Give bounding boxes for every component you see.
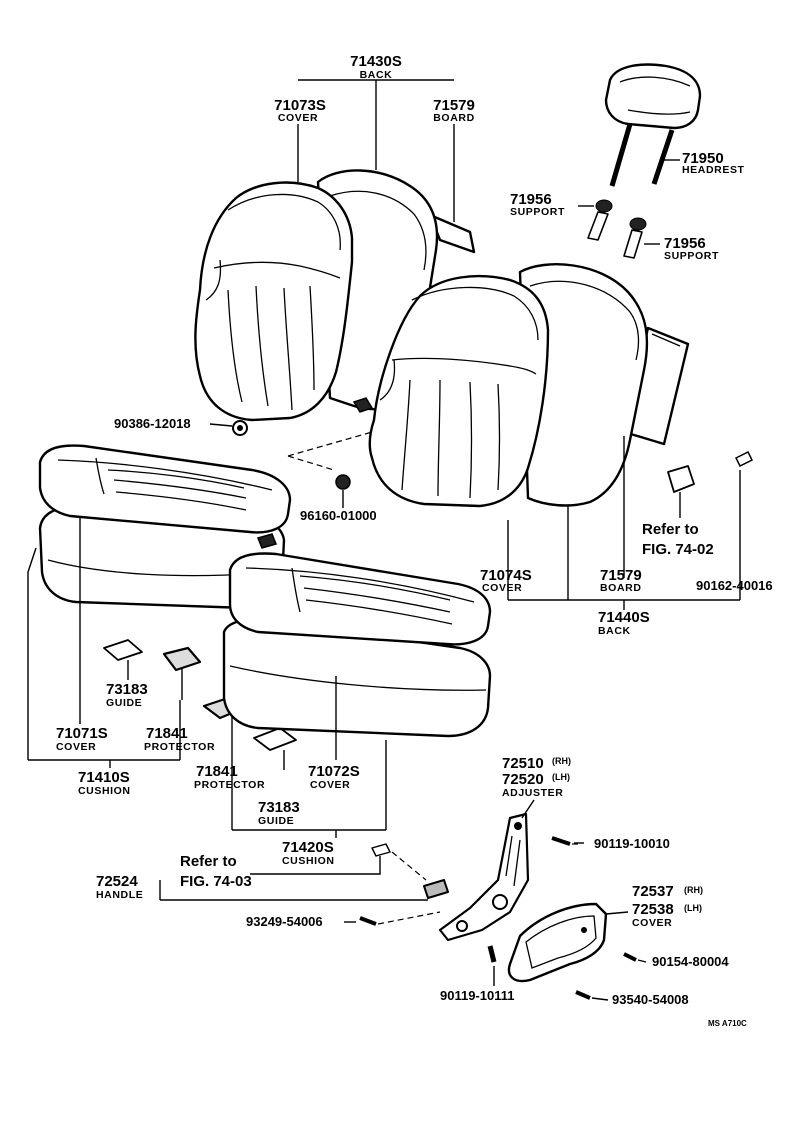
screw-b-illustration xyxy=(623,952,637,962)
screw-a-illustration xyxy=(551,836,571,846)
grommet-illustration xyxy=(335,474,351,490)
refer-part-2-illustration xyxy=(371,843,391,857)
part-number-93540-54008: 93540-54008 xyxy=(612,992,689,1007)
handle-illustration xyxy=(423,879,449,899)
adjuster-illustration xyxy=(438,812,530,942)
labels: 71430S BACK 71073S COVER 71579 BOARD 719… xyxy=(56,53,773,1028)
part-number-90154-80004: 90154-80004 xyxy=(652,954,729,969)
part-number-71579-b: 71579 xyxy=(600,567,642,584)
part-number-71074S: 71074S xyxy=(480,567,532,584)
adjuster-cover-illustration xyxy=(507,902,608,983)
part-name-protector-b: PROTECTOR xyxy=(194,779,265,791)
part-number-96160-01000: 96160-01000 xyxy=(300,508,377,523)
part-number-71579-top: 71579 xyxy=(433,97,475,114)
part-number-90162-40016: 90162-40016 xyxy=(696,578,773,593)
part-number-72524: 72524 xyxy=(96,873,138,890)
part-number-71841-a: 71841 xyxy=(146,725,188,742)
part-name-guide-b: GUIDE xyxy=(258,815,294,827)
seat-back-2-illustration xyxy=(368,263,690,508)
clip-illustration xyxy=(734,450,754,468)
part-name-board-top: BOARD xyxy=(433,112,475,124)
part-number-71071S: 71071S xyxy=(56,725,108,742)
part-name-cushion-1: CUSHION xyxy=(78,785,131,797)
part-name-board-b: BOARD xyxy=(600,582,642,594)
part-number-71410S: 71410S xyxy=(78,769,130,786)
part-name-headrest: HEADREST xyxy=(682,164,745,176)
part-number-71430S: 71430S xyxy=(350,53,402,70)
part-number-71420S: 71420S xyxy=(282,839,334,856)
part-number-72537: 72537 xyxy=(632,883,674,900)
part-number-71950: 71950 xyxy=(682,150,724,167)
screw-d-illustration xyxy=(575,990,591,1000)
part-number-90119-10010: 90119-10010 xyxy=(594,836,670,851)
part-number-93249-54006: 93249-54006 xyxy=(246,914,323,929)
part-number-71072S: 71072S xyxy=(308,763,360,780)
leader-lines xyxy=(27,79,741,1001)
part-number-72510: 72510 xyxy=(502,755,544,772)
part-name-support-a: SUPPORT xyxy=(510,206,565,218)
part-name-cover-back2: COVER xyxy=(482,582,522,594)
cushion-1-illustration xyxy=(38,444,292,610)
part-name-cover-cush2: COVER xyxy=(310,779,350,791)
part-number-71073S: 71073S xyxy=(274,97,326,114)
part-number-71440S: 71440S xyxy=(598,609,650,626)
part-name-back-2: BACK xyxy=(598,625,631,637)
part-number-90119-10111: 90119-10111 xyxy=(440,988,514,1003)
part-number-71956-b: 71956 xyxy=(664,235,706,252)
part-name-support-b: SUPPORT xyxy=(664,250,719,262)
refer-part-1-illustration xyxy=(667,465,695,493)
screw-c-illustration xyxy=(487,945,497,963)
part-name-handle: HANDLE xyxy=(96,889,143,901)
part-number-72520: 72520 xyxy=(502,771,544,788)
part-name-cover-top: COVER xyxy=(278,112,318,124)
part-number-71841-b: 71841 xyxy=(196,763,238,780)
part-number-71956-a: 71956 xyxy=(510,191,552,208)
suffix-rh-cover: (RH) xyxy=(684,885,703,895)
part-number-90386-12018: 90386-12018 xyxy=(114,416,191,431)
part-number-72538: 72538 xyxy=(632,901,674,918)
part-name-guide-a: GUIDE xyxy=(106,697,142,709)
diagram-code: MS A710C xyxy=(708,1019,747,1028)
part-number-73183-b: 73183 xyxy=(258,799,300,816)
suffix-lh-adjuster: (LH) xyxy=(552,772,570,782)
cushion-2-illustration xyxy=(222,552,492,738)
support-1-illustration xyxy=(587,199,613,241)
refer-1-line1: Refer to xyxy=(642,521,699,538)
refer-2-line2: FIG. 74-03 xyxy=(180,873,252,890)
part-name-adjuster: ADJUSTER xyxy=(502,787,563,799)
protector-1-illustration xyxy=(162,646,202,672)
support-2-illustration xyxy=(623,217,647,259)
suffix-lh-cover: (LH) xyxy=(684,903,702,913)
part-name-cover-cush1: COVER xyxy=(56,741,96,753)
headrest-illustration xyxy=(604,63,702,187)
suffix-rh-adjuster: (RH) xyxy=(552,756,571,766)
bolt-a-illustration xyxy=(359,916,377,926)
part-name-cushion-2: CUSHION xyxy=(282,855,335,867)
refer-2-line1: Refer to xyxy=(180,853,237,870)
part-name-back-top: BACK xyxy=(360,69,393,81)
part-number-73183-a: 73183 xyxy=(106,681,148,698)
part-name-protector-a: PROTECTOR xyxy=(144,741,215,753)
guide-1-illustration xyxy=(103,639,143,661)
refer-1-line2: FIG. 74-02 xyxy=(642,541,714,558)
guide-2-illustration xyxy=(253,727,297,751)
part-name-adj-cover: COVER xyxy=(632,917,672,929)
